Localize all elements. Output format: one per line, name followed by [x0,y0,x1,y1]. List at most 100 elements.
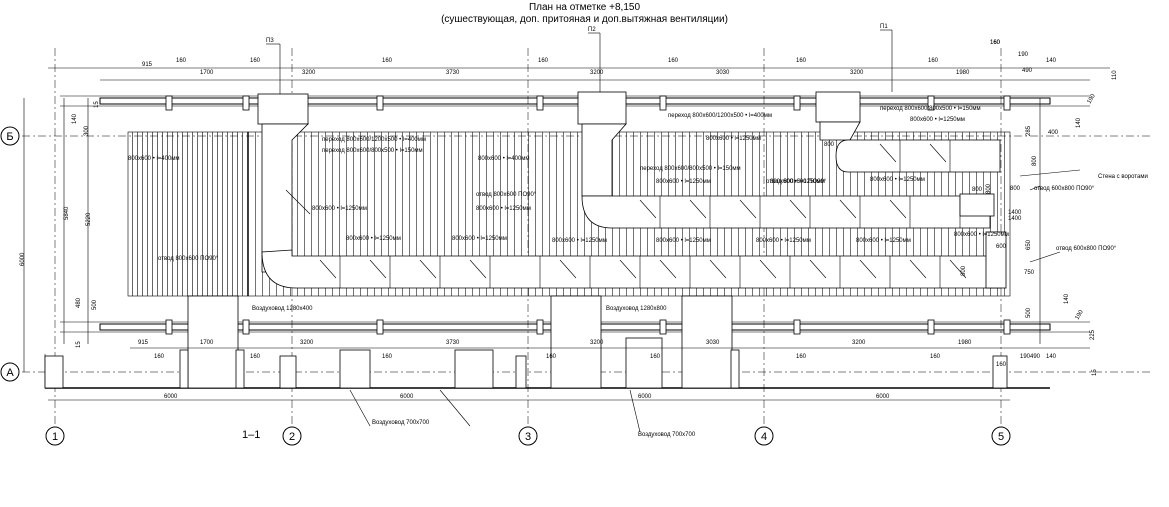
svg-text:110: 110 [1112,70,1118,80]
svg-text:800: 800 [1010,186,1021,192]
svg-text:отвод 600x800 ПО90°: отвод 600x800 ПО90° [1056,246,1117,252]
svg-text:3200: 3200 [850,70,864,76]
main-duct-lower [261,249,1001,289]
unit-label-p2: П2 [588,27,596,33]
vent-units [257,91,861,273]
svg-text:600: 600 [996,244,1007,250]
svg-text:переход 800x600/1200x500 • l=4: переход 800x600/1200x500 • l=400мм [322,137,426,143]
axis-label-5: 5 [998,431,1004,443]
svg-text:1980: 1980 [956,70,970,76]
svg-text:160: 160 [382,58,393,64]
svg-text:3200: 3200 [300,340,314,346]
svg-text:отвод 800x600 ПО90°: отвод 800x600 ПО90° [476,192,537,198]
svg-text:800x600 • l=1250мм: 800x600 • l=1250мм [870,177,925,183]
svg-text:15: 15 [94,101,100,108]
svg-text:1400: 1400 [1008,216,1022,222]
svg-text:15: 15 [1092,369,1098,376]
svg-text:500: 500 [92,299,98,310]
svg-text:800: 800 [961,265,967,276]
svg-text:отвод 800x600 ПО90°: отвод 800x600 ПО90° [766,179,827,185]
svg-text:3200: 3200 [852,340,866,346]
svg-text:285: 285 [1026,125,1032,136]
svg-text:160: 160 [154,354,165,360]
svg-text:190: 190 [1018,52,1029,58]
svg-text:800x600 • l=1250мм: 800x600 • l=1250мм [346,236,401,242]
unit-label-p1: П1 [880,24,888,30]
svg-text:400: 400 [1048,130,1059,136]
svg-text:Стена с воротами: Стена с воротами [1098,174,1148,180]
svg-text:800: 800 [986,183,992,194]
axis-bubbles [0,126,1011,446]
columns [165,95,1011,335]
section-label: 1–1 [242,429,260,441]
svg-text:800x600 • l=1250мм: 800x600 • l=1250мм [770,179,825,185]
svg-text:800x600 • l=1250мм: 800x600 • l=1250мм [856,238,911,244]
svg-text:3200: 3200 [590,340,604,346]
svg-text:500: 500 [1026,307,1032,318]
svg-text:Воздуховод 1280x400: Воздуховод 1280x400 [252,306,313,312]
axis-label-1: 1 [52,431,58,443]
svg-text:160: 160 [546,354,557,360]
svg-text:800x600 • l=1250мм: 800x600 • l=1250мм [910,117,965,123]
svg-text:160: 160 [990,40,1001,46]
top-dimension-text: 915 160 1700 160 3200 160 3730 160 3200 … [142,40,1057,76]
svg-text:160: 160 [250,58,261,64]
air-shafts [44,295,1008,389]
svg-text:160: 160 [176,58,187,64]
svg-text:800x600 • l=1250мм: 800x600 • l=1250мм [706,136,761,142]
svg-text:800x600 • l=1250мм: 800x600 • l=1250мм [656,179,711,185]
main-duct-middle [581,195,991,229]
svg-text:3730: 3730 [446,340,460,346]
svg-text:160: 160 [250,354,261,360]
svg-text:переход 800x600/800x500 • l=15: переход 800x600/800x500 • l=150мм [640,166,741,172]
svg-text:160: 160 [930,354,941,360]
axis-label-2: 2 [289,431,295,443]
svg-text:Воздуховод 1280x800: Воздуховод 1280x800 [606,306,667,312]
svg-text:160: 160 [996,362,1007,368]
svg-text:15: 15 [76,341,82,348]
duct-callouts: переход 800x600/1200x500 • l=400мм перех… [128,106,1148,438]
right-dimension-text: 160 110 190 140 400 285 800 800 1400 650… [990,40,1118,376]
svg-text:650: 650 [1026,239,1032,250]
svg-text:6000: 6000 [876,394,890,400]
svg-text:800x600 • l=400мм: 800x600 • l=400мм [478,156,530,162]
svg-text:800x600 • l=1250мм: 800x600 • l=1250мм [552,238,607,244]
svg-text:490: 490 [1022,68,1033,74]
svg-text:1700: 1700 [200,340,214,346]
svg-text:800: 800 [824,142,835,148]
svg-text:160: 160 [538,58,549,64]
svg-text:3200: 3200 [590,70,604,76]
svg-text:160: 160 [990,40,1001,46]
svg-text:3730: 3730 [446,70,460,76]
svg-text:3030: 3030 [716,70,730,76]
svg-text:Воздуховод 700x700: Воздуховод 700x700 [372,420,430,426]
svg-text:225: 225 [1090,329,1096,340]
main-duct-upper [835,139,1007,289]
svg-text:190: 190 [1087,93,1098,105]
svg-text:915: 915 [142,62,153,68]
svg-text:800x600 • l=1250мм: 800x600 • l=1250мм [954,232,1009,238]
svg-text:6000: 6000 [638,394,652,400]
svg-text:140: 140 [1046,58,1057,64]
left-dimension-text: 15 140 300 5840 5220 6000 480 500 15 [20,101,100,348]
leader-lines [285,143,1081,433]
svg-text:190: 190 [1020,354,1031,360]
svg-text:6000: 6000 [400,394,414,400]
svg-text:800: 800 [972,187,983,193]
svg-text:800x600 • l=1250мм: 800x600 • l=1250мм [452,236,507,242]
axis-label-b: Б [6,131,13,143]
drawing-title: План на отметке +8,150 [528,2,641,13]
svg-text:переход 800x600/800x500 • l=15: переход 800x600/800x500 • l=150мм [322,148,423,154]
svg-text:1700: 1700 [200,70,214,76]
span-dimension-text: 6000 6000 6000 6000 [164,394,890,400]
svg-text:140: 140 [1046,354,1057,360]
drawing-subtitle: (сушествующая, доп. притояная и доп.вытя… [441,14,728,25]
svg-text:140: 140 [1064,293,1070,304]
svg-text:160: 160 [796,354,807,360]
svg-text:300: 300 [84,125,90,136]
svg-text:3200: 3200 [302,70,316,76]
svg-text:3030: 3030 [706,340,720,346]
svg-text:800x600 • l=1250мм: 800x600 • l=1250мм [656,238,711,244]
svg-text:140: 140 [1076,117,1082,128]
